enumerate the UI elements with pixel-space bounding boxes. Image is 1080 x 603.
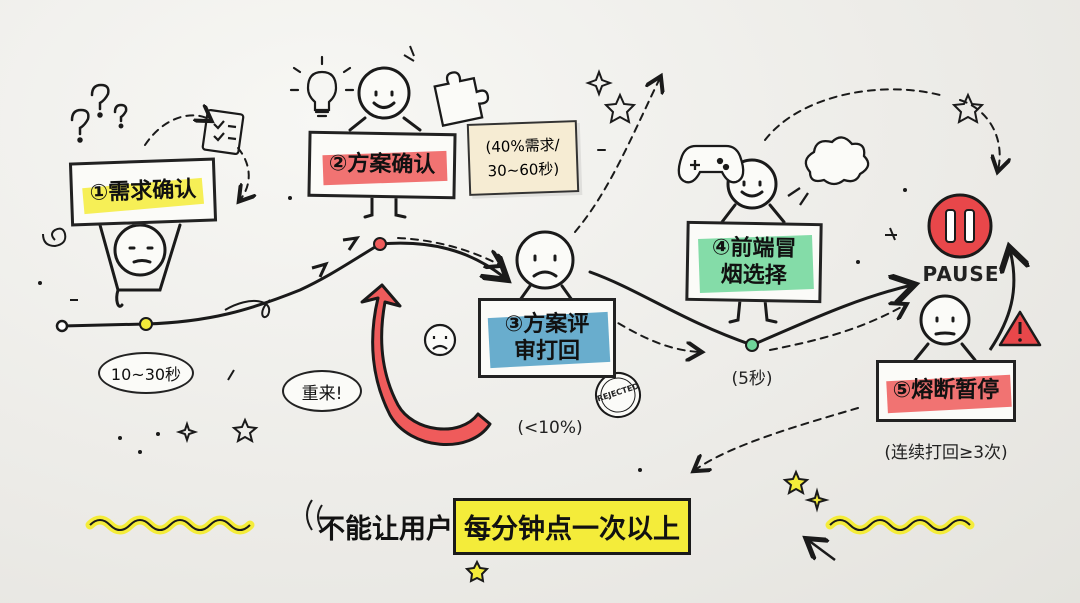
quote-marks xyxy=(306,499,323,531)
spiral-doodle xyxy=(42,227,67,248)
retry-label: 重来! xyxy=(301,383,343,404)
step-1-sign: ①需求确认 xyxy=(68,157,218,227)
node-2 xyxy=(373,237,387,251)
step-2-label: ②方案确认 xyxy=(328,151,436,179)
step-1-label: ①需求确认 xyxy=(89,177,197,207)
step-5-sign: ⑤熔断暂停 xyxy=(876,360,1016,422)
left-wavy-ink xyxy=(89,519,251,531)
card-line-1: (40%需求/ xyxy=(485,135,560,157)
retry-arrow xyxy=(360,283,492,446)
start-node xyxy=(55,319,69,333)
star-decorations xyxy=(175,69,985,444)
slogan-highlight: 每分钟点一次以上 xyxy=(464,513,680,545)
step-2-note-card: (40%需求/ 30~60秒) xyxy=(466,120,580,196)
step-5-label: ⑤熔断暂停 xyxy=(892,378,1000,404)
smoke-cloud-icon xyxy=(787,136,870,206)
question-marks-icon xyxy=(70,83,128,143)
timing-step-4: (5秒) xyxy=(731,369,773,389)
figure-5 xyxy=(913,294,977,362)
swirl-line xyxy=(224,299,271,319)
step-3-label-line-1: ③方案评 xyxy=(504,311,590,337)
node-1 xyxy=(139,317,153,331)
figure-3 xyxy=(515,230,575,302)
figure-2 xyxy=(348,66,422,219)
retry-bubble: 重来! xyxy=(282,370,362,412)
scribble-dots xyxy=(38,188,907,472)
gamepad-icon xyxy=(677,144,745,184)
timing-step-1: 10~30秒 xyxy=(110,365,182,384)
card-line-2: 30~60秒) xyxy=(487,159,560,181)
step-2-sign: ②方案确认 xyxy=(307,130,457,200)
sad-face-icon xyxy=(423,323,457,357)
dash-marks xyxy=(70,227,897,381)
warning-icon xyxy=(998,310,1042,347)
puzzle-icon xyxy=(433,71,490,128)
step-3-label-line-2: 审打回 xyxy=(513,339,580,364)
lightbulb-icon xyxy=(289,55,355,118)
step-4-label-line-2: 烟选择 xyxy=(720,262,787,289)
step-4-sign: ④前端冒 烟选择 xyxy=(685,220,823,304)
pause-icon xyxy=(927,193,993,259)
consecutive-reject-note: (连续打回≥3次) xyxy=(884,443,1008,463)
reject-rate-note: (<10%) xyxy=(517,418,583,438)
node-4 xyxy=(745,338,759,352)
right-wavy-ink xyxy=(829,519,971,531)
flow-arrowheads xyxy=(311,236,361,278)
slogan-highlight-box: 每分钟点一次以上 xyxy=(453,497,691,555)
step-3-sign: ③方案评 审打回 xyxy=(478,298,616,378)
timing-bubble-step-1: 10~30秒 xyxy=(98,352,194,394)
bottom-pointer-arrow xyxy=(808,540,836,562)
yellow-stars xyxy=(464,469,830,583)
figure-1 xyxy=(98,223,182,308)
step-4-label-line-1: ④前端冒 xyxy=(711,234,797,262)
pause-label: PAUSE xyxy=(922,262,1000,286)
bottom-slogan: 不能让用户 每分钟点一次以上 xyxy=(318,496,691,556)
spark-lines xyxy=(403,45,415,62)
clipboard-icon xyxy=(201,108,245,156)
pause-return-arrow xyxy=(988,250,1014,351)
slogan-prefix: 不能让用户 xyxy=(318,513,453,545)
